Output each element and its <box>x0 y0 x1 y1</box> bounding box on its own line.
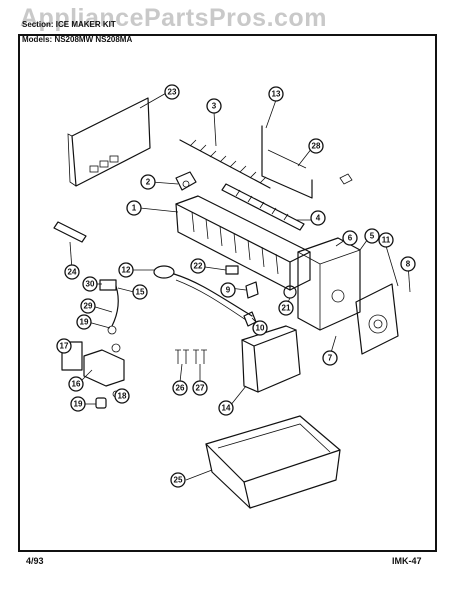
callout-13: 13 <box>268 86 284 102</box>
callout-25: 25 <box>170 472 186 488</box>
callout-29: 29 <box>80 298 96 314</box>
part-box <box>241 325 301 393</box>
part-bearing <box>175 171 197 191</box>
part-motor-housing <box>297 237 361 331</box>
svg-text:4: 4 <box>316 214 321 223</box>
callout-27: 27 <box>192 380 208 396</box>
callout-21: 21 <box>278 300 294 316</box>
svg-text:30: 30 <box>86 280 95 289</box>
svg-text:14: 14 <box>222 404 231 413</box>
part-ejector <box>179 139 271 189</box>
svg-text:9: 9 <box>226 286 231 295</box>
svg-text:28: 28 <box>312 142 321 151</box>
callout-19a: 19 <box>76 314 92 330</box>
callout-19b: 19 <box>70 396 86 412</box>
leader-lines <box>68 91 411 481</box>
svg-text:7: 7 <box>328 354 333 363</box>
callout-8: 8 <box>400 256 416 272</box>
callout-12: 12 <box>118 262 134 278</box>
svg-text:19: 19 <box>80 318 89 327</box>
svg-text:10: 10 <box>256 324 265 333</box>
part-thermostat <box>243 281 259 327</box>
callout-14: 14 <box>218 400 234 416</box>
svg-text:1: 1 <box>132 204 137 213</box>
callout-16: 16 <box>68 376 84 392</box>
svg-text:16: 16 <box>72 380 81 389</box>
svg-text:11: 11 <box>382 236 391 245</box>
callout-6: 6 <box>342 230 358 246</box>
callout-24: 24 <box>64 264 80 280</box>
part-wire-harness <box>153 265 253 321</box>
section-title: Section: ICE MAKER KIT <box>22 20 116 29</box>
svg-text:2: 2 <box>146 178 151 187</box>
svg-text:23: 23 <box>168 88 177 97</box>
callout-17: 17 <box>56 338 72 354</box>
callout-9: 9 <box>220 282 236 298</box>
part-water-valve <box>61 341 125 387</box>
callout-2: 2 <box>140 174 156 190</box>
svg-text:15: 15 <box>136 288 145 297</box>
watermark: AppliancePartsPros.com <box>20 4 327 32</box>
svg-text:3: 3 <box>212 102 217 111</box>
callout-28: 28 <box>308 138 324 154</box>
svg-text:27: 27 <box>196 384 205 393</box>
callout-3: 3 <box>206 98 222 114</box>
svg-text:6: 6 <box>348 234 353 243</box>
part-cover-panel <box>67 97 151 187</box>
callout-4: 4 <box>310 210 326 226</box>
svg-text:24: 24 <box>68 268 77 277</box>
svg-text:21: 21 <box>282 304 291 313</box>
svg-text:19: 19 <box>74 400 83 409</box>
part-ice-bin <box>205 415 341 509</box>
callout-10: 10 <box>252 320 268 336</box>
part-tube-assembly <box>99 279 119 335</box>
callout-7: 7 <box>322 350 338 366</box>
svg-text:13: 13 <box>272 90 281 99</box>
callout-26: 26 <box>172 380 188 396</box>
callout-22: 22 <box>190 258 206 274</box>
callout-23: 23 <box>164 84 180 100</box>
svg-text:29: 29 <box>84 302 93 311</box>
svg-text:5: 5 <box>370 232 375 241</box>
svg-text:22: 22 <box>194 262 203 271</box>
callout-11: 11 <box>378 232 394 248</box>
callout-30: 30 <box>82 276 98 292</box>
callout-18: 18 <box>114 388 130 404</box>
part-mounting-plate <box>355 283 399 355</box>
callout-1: 1 <box>126 200 142 216</box>
svg-text:17: 17 <box>60 342 69 351</box>
footer-date: 4/93 <box>26 556 44 566</box>
svg-text:8: 8 <box>406 260 411 269</box>
models-line: Models: NS208MW NS208MA <box>22 35 133 44</box>
footer-code: IMK-47 <box>392 556 422 566</box>
callout-5: 5 <box>364 228 380 244</box>
part-switch <box>225 265 239 275</box>
svg-text:25: 25 <box>174 476 183 485</box>
svg-text:12: 12 <box>122 266 131 275</box>
part-stripper <box>221 183 305 231</box>
callout-15: 15 <box>132 284 148 300</box>
part-shutoff-arm <box>261 125 353 199</box>
part-mold <box>175 195 311 291</box>
diagram-frame <box>18 34 437 552</box>
svg-text:26: 26 <box>176 384 185 393</box>
svg-text:18: 18 <box>118 392 127 401</box>
part-fill-tube <box>53 221 87 243</box>
part-screws <box>175 349 207 364</box>
